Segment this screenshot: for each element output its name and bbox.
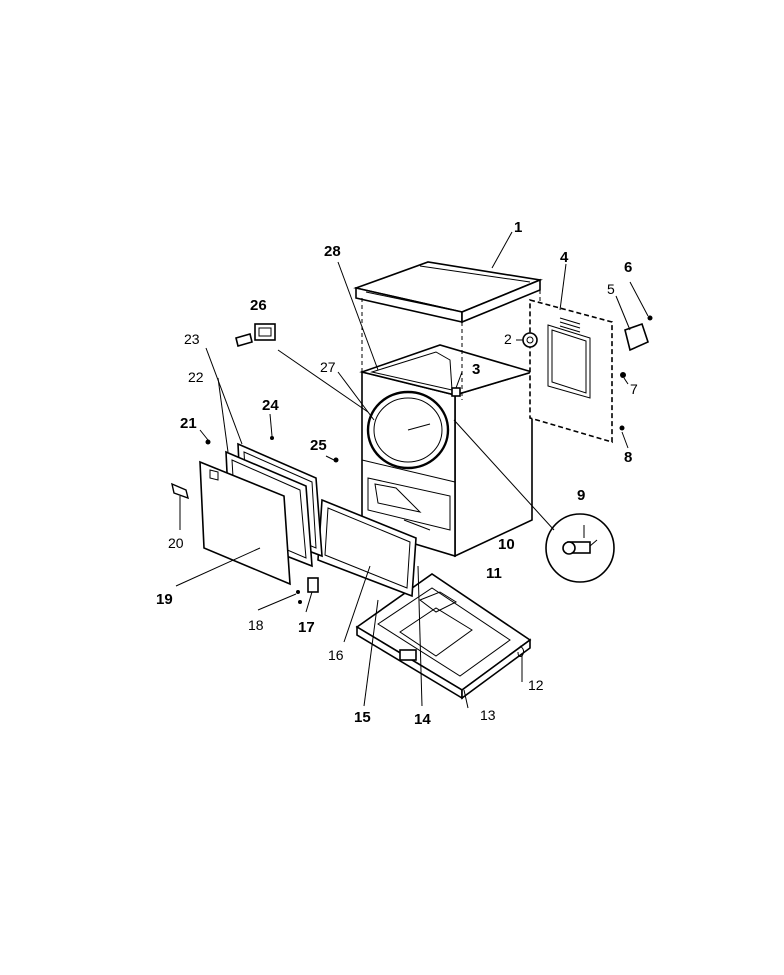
- callout-27: 27: [320, 359, 336, 375]
- base-tray: [355, 573, 532, 700]
- door-switch-part: [235, 323, 276, 347]
- callout-14: 14: [414, 711, 431, 728]
- callout-11: 11: [486, 565, 502, 582]
- screw-part: [647, 315, 653, 321]
- callout-21: 21: [180, 415, 197, 432]
- screw-part: [619, 425, 625, 431]
- callout-26: 26: [250, 297, 267, 314]
- callout-18: 18: [248, 617, 264, 633]
- back-panel: [529, 298, 613, 444]
- callout-2: 2: [504, 331, 512, 347]
- callout-10: 10: [498, 536, 515, 553]
- clip-part: [451, 387, 461, 397]
- callout-12: 12: [528, 677, 544, 693]
- callout-23: 23: [184, 331, 200, 347]
- hinge-part: [307, 577, 319, 593]
- callout-9: 9: [577, 487, 585, 504]
- door-assembly: [199, 442, 323, 586]
- callout-7: 7: [630, 381, 638, 397]
- callout-5: 5: [607, 281, 615, 297]
- grommet-part: [522, 332, 538, 348]
- callout-6: 6: [624, 259, 632, 276]
- callout-1: 1: [514, 219, 522, 236]
- screw-part: [298, 600, 302, 604]
- callout-25: 25: [310, 437, 327, 454]
- callout-28: 28: [324, 243, 341, 260]
- callout-20: 20: [168, 535, 184, 551]
- door-handle-part: [171, 482, 189, 500]
- callout-13: 13: [480, 707, 496, 723]
- callout-16: 16: [328, 647, 344, 663]
- callout-17: 17: [298, 619, 315, 636]
- callout-15: 15: [354, 709, 371, 726]
- screw-part: [333, 457, 339, 463]
- callout-24: 24: [262, 397, 279, 414]
- screw-part: [296, 590, 300, 594]
- screw-part: [620, 372, 626, 378]
- screw-part: [270, 436, 274, 440]
- top-panel: [353, 261, 543, 324]
- callout-22: 22: [188, 369, 204, 385]
- callout-19: 19: [156, 591, 173, 608]
- leader-lines: [175, 231, 649, 709]
- cabinet: [359, 290, 541, 558]
- callout-4: 4: [560, 249, 569, 266]
- cover-plate-part: [624, 322, 649, 352]
- callout-labels: 1 2 3 4 5 6 7 8 9 10 11 12 13 14 15 16 1…: [156, 219, 638, 728]
- detail-circle: [545, 513, 615, 583]
- callout-3: 3: [472, 361, 480, 378]
- callout-8: 8: [624, 449, 632, 466]
- screw-part: [205, 439, 211, 445]
